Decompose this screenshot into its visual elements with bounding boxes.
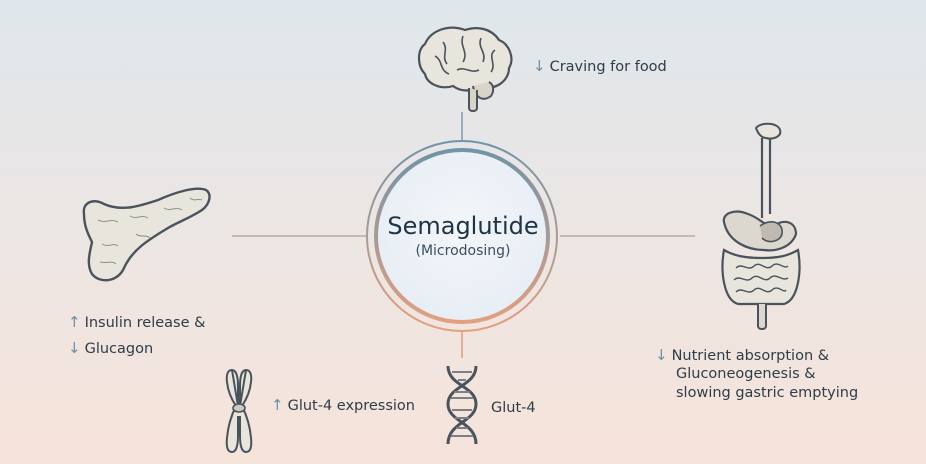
digestive-effect-line3: slowing gastric emptying — [676, 385, 859, 401]
digestive-effect-text-1: Nutrient absorption & — [671, 348, 830, 364]
chromosome-effect-text: Glut-4 expression — [287, 398, 415, 414]
down-arrow-icon: ↓ — [655, 346, 668, 364]
chromosome-icon — [225, 368, 253, 454]
center-subtitle: (Microdosing) — [415, 243, 511, 259]
center-title: Semaglutide — [387, 212, 539, 240]
brain-effect-text: Craving for food — [549, 59, 667, 75]
down-arrow-icon: ↓ — [533, 57, 546, 75]
pancreas-effect-line2: ↓Glucagon — [68, 341, 153, 357]
down-arrow-icon: ↓ — [68, 339, 81, 357]
outer-ring — [366, 140, 558, 332]
brain-icon — [417, 26, 513, 112]
brain-effect-label: ↓Craving for food — [533, 59, 667, 75]
digestive-effect-line2: Gluconeogenesis & — [676, 366, 816, 382]
up-arrow-icon: ↑ — [68, 313, 81, 331]
up-arrow-icon: ↑ — [271, 396, 284, 414]
dna-icon — [446, 365, 478, 445]
pancreas-effect-text-2: Glucagon — [84, 341, 154, 357]
chromosome-effect-label: ↑Glut-4 expression — [271, 398, 415, 414]
pancreas-icon — [82, 187, 211, 282]
dna-effect-label: Glut-4 — [491, 400, 536, 416]
pancreas-effect-line1: ↑Insulin release & — [68, 315, 205, 331]
digestive-system-icon — [721, 122, 801, 330]
digestive-effect-line1: ↓Nutrient absorption & — [655, 348, 829, 364]
pancreas-effect-text-1: Insulin release & — [84, 315, 206, 331]
inner-ring — [374, 148, 550, 324]
